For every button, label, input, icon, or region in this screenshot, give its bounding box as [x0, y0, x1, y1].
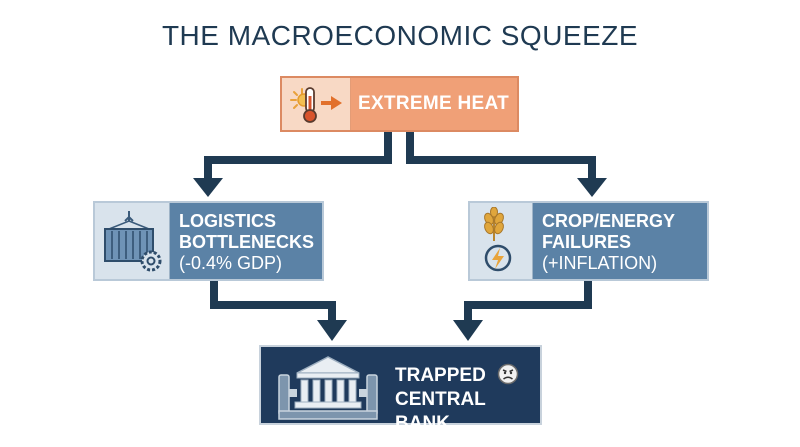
edge-crop-to-bank: [464, 281, 592, 322]
arrowhead-bank-left: [317, 320, 347, 341]
wheat-lightning-icon: [484, 207, 512, 272]
node-logistics-bottlenecks: LOGISTICS BOTTLENECKS (-0.4% GDP): [93, 201, 324, 281]
node-crop-energy-failures: CROP/ENERGY FAILURES (+INFLATION): [468, 201, 709, 281]
node-bank-line2: CENTRAL BANK: [395, 389, 486, 434]
shipping-container-gear-icon: [104, 211, 162, 272]
arrowhead-logistics: [193, 178, 223, 197]
node-bank-line1: TRAPPED: [395, 365, 486, 386]
edge-logistics-to-bank: [210, 281, 336, 322]
bank-in-clamp-icon: [278, 356, 378, 420]
node-extreme-heat-label: EXTREME HEAT: [358, 93, 510, 114]
node-logistics-line2: BOTTLENECKS: [179, 232, 314, 252]
node-trapped-central-bank: TRAPPED CENTRAL BANK: [259, 345, 542, 434]
diagram-title: THE MACROECONOMIC SQUEEZE: [161, 20, 639, 51]
node-extreme-heat: EXTREME HEAT: [280, 76, 519, 132]
node-logistics-line1: LOGISTICS: [179, 211, 277, 231]
thermometer-sun-icon: [290, 87, 342, 123]
node-logistics-line3: (-0.4% GDP): [179, 253, 283, 273]
edge-heat-to-crop: [406, 132, 596, 180]
node-crop-line3: (+INFLATION): [542, 253, 658, 273]
node-crop-line2: FAILURES: [542, 232, 632, 252]
node-crop-line1: CROP/ENERGY: [542, 211, 676, 231]
arrowhead-bank-right: [453, 320, 483, 341]
arrowhead-crop: [577, 178, 607, 197]
frowning-face-icon: [497, 363, 519, 385]
edge-heat-to-logistics: [204, 132, 392, 180]
